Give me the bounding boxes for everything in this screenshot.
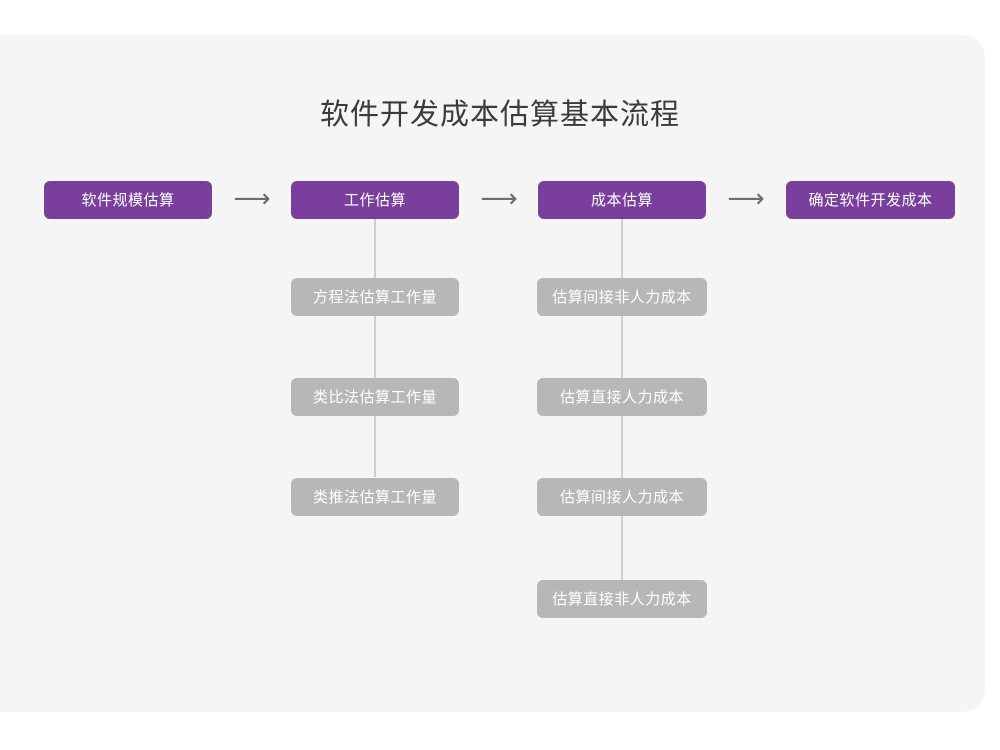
sub-node-direct-labor-cost[interactable]: 估算直接人力成本 [537, 378, 707, 416]
arrow-step-2-to-3: ⟶ [480, 184, 518, 214]
flow-node-cost-estimation[interactable]: 成本估算 [538, 181, 706, 219]
diagram-card [0, 35, 985, 712]
sub-node-indirect-labor-cost[interactable]: 估算间接人力成本 [537, 478, 707, 516]
flow-node-determine-development-cost[interactable]: 确定软件开发成本 [786, 181, 955, 219]
sub-node-indirect-non-labor-cost[interactable]: 估算间接非人力成本 [537, 278, 707, 316]
arrow-step-1-to-2: ⟶ [233, 184, 271, 214]
arrow-step-3-to-4: ⟶ [727, 184, 765, 214]
connector-effort-branch [374, 219, 376, 477]
sub-node-effort-equation-method[interactable]: 方程法估算工作量 [291, 278, 459, 316]
sub-node-direct-non-labor-cost[interactable]: 估算直接非人力成本 [537, 580, 707, 618]
flow-node-software-size-estimation[interactable]: 软件规模估算 [44, 181, 212, 219]
page-title: 软件开发成本估算基本流程 [319, 97, 680, 131]
sub-node-effort-analogy-method[interactable]: 类比法估算工作量 [291, 378, 459, 416]
flow-node-effort-estimation[interactable]: 工作估算 [291, 181, 459, 219]
sub-node-effort-inference-method[interactable]: 类推法估算工作量 [291, 478, 459, 516]
